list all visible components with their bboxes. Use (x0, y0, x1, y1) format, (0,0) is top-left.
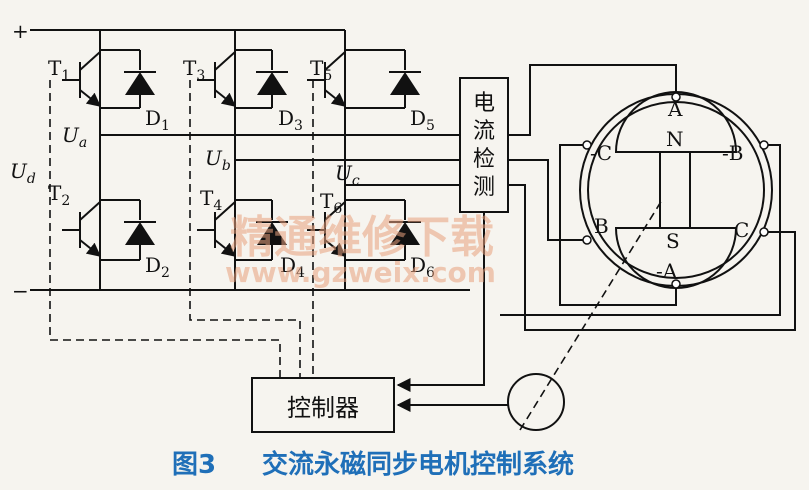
terminal-neg-b (759, 140, 769, 150)
t2-label: T2 (48, 181, 70, 209)
terminal-neg-c (582, 140, 592, 150)
current-detect-char-1: 电 (473, 91, 495, 116)
current-feedback-arrow (396, 212, 485, 392)
motor-label-a: A (667, 97, 683, 121)
shaft-link (519, 199, 663, 431)
controller-label: 控制器 (287, 394, 359, 422)
motor-label-neg-c: -C (590, 141, 612, 165)
minus-terminal-label: − (12, 279, 29, 303)
caption-title: 交流永磁同步电机控制系统 (262, 449, 574, 480)
controller-box (251, 377, 395, 433)
motor: A -A -C -B B C N S (579, 91, 773, 289)
south-pole-label: S (666, 229, 680, 253)
current-detect-char-4: 测 (473, 175, 495, 200)
controller-block: 控制器 (251, 212, 485, 433)
plus-terminal-label: + (12, 19, 29, 43)
motor-stator-inner (587, 101, 765, 279)
motor-label-neg-b: -B (722, 141, 743, 165)
current-detection-block: 电 流 检 测 (459, 77, 509, 213)
north-pole-label: N (666, 127, 684, 151)
south-pole-shape (614, 227, 738, 289)
d5-label: D5 (410, 106, 435, 134)
d1-label: D1 (145, 106, 170, 134)
motor-stator-outer (579, 93, 773, 287)
ua-label: Ua (62, 123, 87, 151)
bridge-leg-c (307, 30, 460, 290)
terminal-c (759, 227, 769, 237)
north-pole-shape (614, 91, 738, 153)
caption-figure-number: 图3 (172, 450, 216, 480)
bridge-leg-b (197, 30, 460, 290)
t5-label: T5 (310, 56, 332, 84)
dc-voltage-label: Ud (10, 159, 36, 187)
rotor-body (659, 151, 691, 229)
uc-label: Uc (335, 161, 360, 189)
ub-label: Ub (205, 146, 231, 174)
bridge-leg-a (62, 30, 460, 290)
terminal-b (582, 235, 592, 245)
component-labels: T1 T2 T3 T4 T5 T6 D1 D2 D3 D4 D5 D6 Ua U… (48, 56, 435, 281)
motor-label-c: C (734, 218, 749, 242)
d6-label: D6 (410, 253, 435, 281)
d4-label: D4 (280, 253, 305, 281)
watermark: 精通维修下载 www.gzweix.com (225, 212, 496, 289)
figure-caption: 图3 交流永磁同步电机控制系统 (172, 449, 574, 480)
t3-label: T3 (183, 56, 205, 84)
t4-label: T4 (200, 186, 222, 214)
motor-label-b: B (594, 214, 609, 238)
motor-wiring (500, 64, 796, 331)
d2-label: D2 (145, 253, 170, 281)
watermark-chinese: 精通维修下载 (230, 212, 494, 263)
position-sensor (396, 199, 663, 431)
watermark-url: www.gzweix.com (225, 256, 496, 289)
t6-label: T6 (320, 189, 342, 217)
current-detect-char-2: 流 (473, 119, 495, 144)
terminal-neg-a (671, 279, 681, 289)
motor-label-neg-a: -A (656, 259, 678, 283)
terminal-a (671, 92, 681, 102)
gate-signal-lines (49, 80, 314, 378)
encoder-circle (507, 373, 565, 431)
current-detect-char-3: 检 (473, 147, 495, 172)
d3-label: D3 (278, 106, 303, 134)
dc-bus: + − Ud (10, 19, 470, 303)
t1-label: T1 (48, 56, 70, 84)
